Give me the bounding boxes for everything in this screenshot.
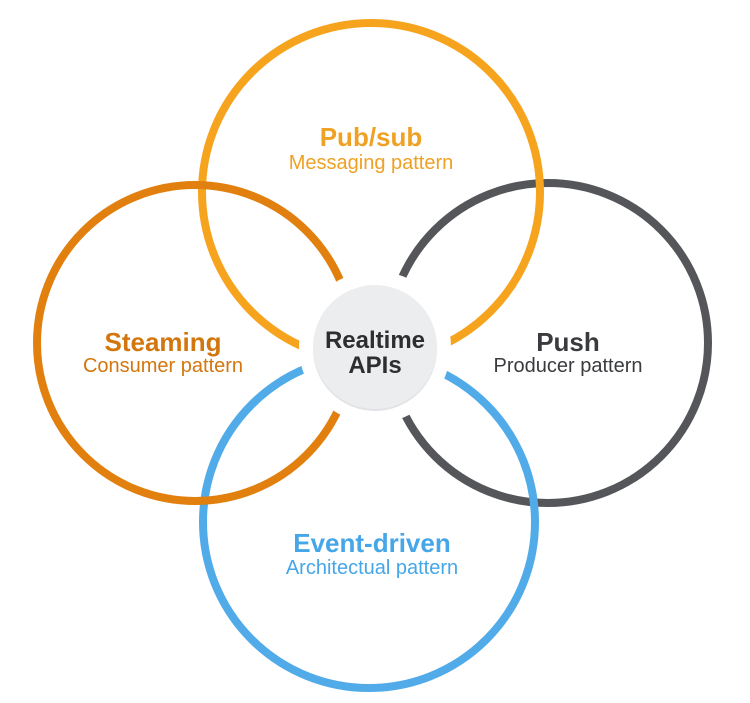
center-title-line2: APIs (348, 352, 401, 379)
steaming-subtitle: Consumer pattern (83, 355, 243, 377)
center-circle (313, 285, 437, 409)
push-title: Push (536, 327, 600, 357)
push-subtitle: Producer pattern (494, 355, 643, 377)
pubsub-subtitle: Messaging pattern (289, 152, 454, 174)
steaming-title: Steaming (104, 327, 221, 357)
center-title-line1: Realtime (325, 327, 425, 354)
event-driven-subtitle: Architectual pattern (286, 557, 458, 579)
event-driven-title: Event-driven (293, 528, 451, 558)
pubsub-title: Pub/sub (320, 122, 423, 152)
